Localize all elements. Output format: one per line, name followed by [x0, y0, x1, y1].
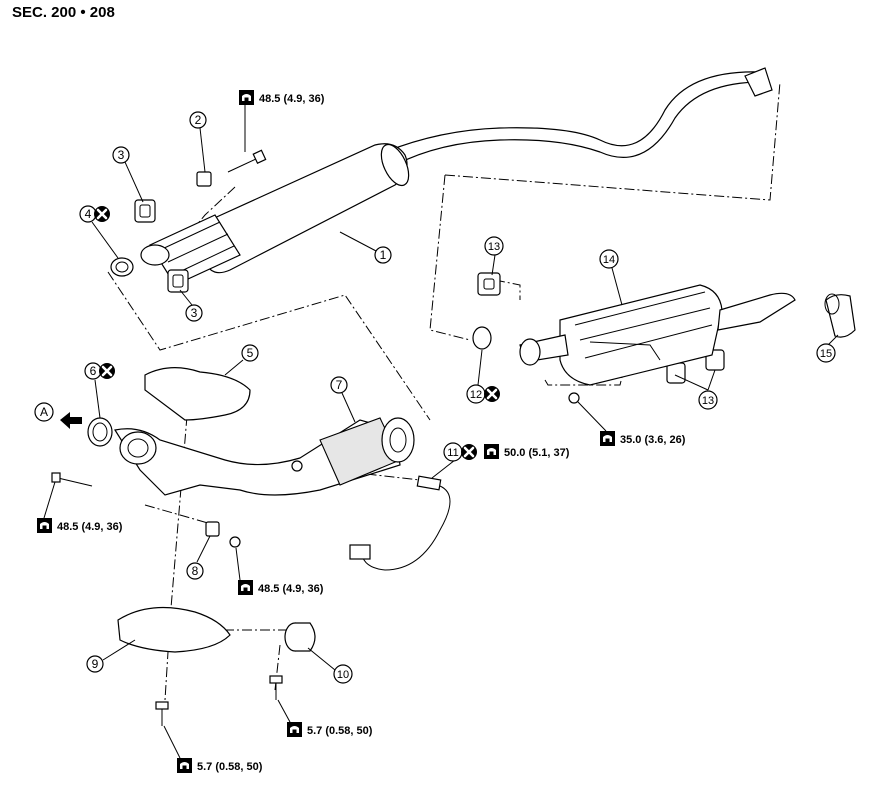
- callout-2-label: 2: [195, 113, 202, 127]
- callout-9-label: 9: [92, 657, 99, 671]
- torque-wrench-icon: [600, 431, 615, 446]
- callout-13-upper-label: 13: [488, 241, 500, 253]
- torque-spec-2: 48.5 (4.9, 36): [57, 521, 123, 533]
- assembly-line-bottom-rear: [544, 364, 626, 386]
- torque-spec-5: 35.0 (3.6, 26): [620, 434, 686, 446]
- callout-12-label: 12: [470, 389, 482, 401]
- callout-14: [599, 249, 619, 269]
- assembly-line-rear-left: [429, 174, 471, 341]
- tail-tip-15: [824, 293, 856, 338]
- callout-5: [241, 344, 259, 362]
- callout-13-lower-label: 13: [702, 395, 714, 407]
- do-not-reuse-icon: [92, 204, 112, 224]
- callout-3-lower-label: 3: [191, 306, 198, 320]
- do-not-reuse-icon: [97, 361, 117, 381]
- assembly-line-13a: [494, 279, 521, 300]
- section-title: SEC. 200 • 208: [12, 4, 115, 21]
- rear-nut: [568, 392, 580, 404]
- heat-shield-9: [117, 606, 231, 653]
- callout-13-upper: [484, 236, 504, 256]
- washer: [229, 536, 241, 548]
- assembly-line-8: [144, 504, 216, 526]
- callout-4-label: 4: [85, 207, 92, 221]
- callout-5-label: 5: [247, 346, 254, 360]
- callout-7: [330, 376, 348, 394]
- callout-8: [186, 562, 204, 580]
- assembly-line-front: [107, 271, 431, 421]
- callout-10-label: 10: [337, 669, 349, 681]
- callout-10: [333, 664, 353, 684]
- mounting-rubber-3-upper: [134, 199, 156, 223]
- callout-3-upper: [112, 146, 130, 164]
- callout-15: [816, 343, 836, 363]
- main-muffler-14: [519, 284, 796, 386]
- torque-wrench-icon: [239, 90, 254, 105]
- mounting-rubber-3-lower: [167, 269, 189, 293]
- callout-6-label: 6: [90, 364, 97, 378]
- torque-spec-3: 48.5 (4.9, 36): [258, 583, 324, 595]
- do-not-reuse-icon: [459, 442, 479, 462]
- stud-bolt-left: [51, 472, 93, 487]
- torque-wrench-icon: [238, 580, 253, 595]
- bolt-5-7-left: [155, 701, 169, 726]
- catalytic-converter-7: [114, 417, 415, 496]
- gasket-6: [87, 417, 113, 447]
- torque-wrench-icon: [177, 758, 192, 773]
- gasket-12: [472, 326, 492, 350]
- callout-11-label: 11: [447, 447, 458, 459]
- torque-spec-4: 50.0 (5.1, 37): [504, 447, 570, 459]
- do-not-reuse-icon: [482, 384, 502, 404]
- arrow-left-icon: [60, 412, 82, 429]
- torque-spec-1: 48.5 (4.9, 36): [259, 93, 325, 105]
- callout-13-lower: [698, 390, 718, 410]
- callout-9: [86, 655, 104, 673]
- callout-1-label: 1: [380, 248, 387, 262]
- center-muffler: [140, 67, 773, 286]
- callout-7-label: 7: [336, 378, 343, 392]
- gasket-4: [110, 257, 134, 277]
- torque-spec-6: 5.7 (0.58, 50): [307, 725, 373, 737]
- mounting-rubber-13-upper: [477, 272, 501, 296]
- oxygen-sensor-11: [349, 475, 451, 571]
- callout-2: [189, 111, 207, 129]
- torque-wrench-icon: [484, 444, 499, 459]
- callout-3-upper-label: 3: [118, 148, 125, 162]
- callout-1: [374, 246, 392, 264]
- assembly-line-rear-pipe: [444, 81, 781, 201]
- torque-wrench-icon: [37, 518, 52, 533]
- view-marker-a-label: A: [40, 405, 48, 419]
- view-marker-a: A: [34, 402, 82, 429]
- heat-insulator-5: [144, 367, 251, 421]
- callout-15-label: 15: [820, 348, 832, 360]
- nut-8: [205, 521, 220, 537]
- flange-bolt-top: [227, 149, 267, 173]
- torque-wrench-icon: [287, 722, 302, 737]
- callout-3-lower: [185, 304, 203, 322]
- callout-14-label: 14: [603, 254, 615, 266]
- spacer-2: [196, 171, 212, 187]
- bolt-5-7-right: [269, 675, 283, 700]
- torque-spec-7: 5.7 (0.58, 50): [197, 761, 263, 773]
- callout-8-label: 8: [192, 564, 199, 578]
